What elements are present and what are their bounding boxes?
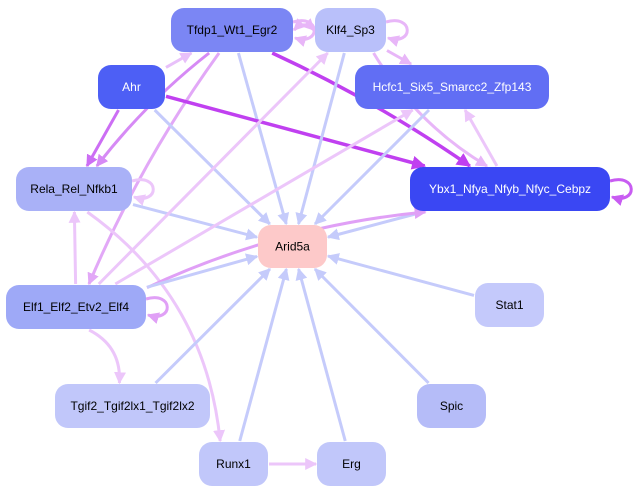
node-ybx1[interactable]: Ybx1_Nfya_Nfyb_Nfyc_Cebpz bbox=[410, 167, 610, 211]
edge-erg-to-arid5a bbox=[295, 267, 347, 442]
edge-tfdp1-to-elf1 bbox=[87, 52, 221, 286]
edge-klf4-to-tfdp1 bbox=[292, 18, 316, 32]
edge-elf1-to-hcfc1 bbox=[114, 108, 414, 286]
node-box-ahr[interactable] bbox=[98, 65, 165, 109]
edge-elf1-to-rela bbox=[68, 210, 81, 285]
node-label-erg: Erg bbox=[342, 457, 361, 471]
node-label-hcfc1: Hcfc1_Six5_Smarcc2_Zfp143 bbox=[373, 80, 532, 94]
node-box-arid5a[interactable] bbox=[258, 225, 327, 268]
edge-runx1-to-arid5a bbox=[238, 267, 290, 442]
node-box-erg[interactable] bbox=[317, 442, 386, 486]
edge-stat1-to-arid5a bbox=[326, 253, 475, 297]
node-label-ybx1: Ybx1_Nfya_Nfyb_Nfyc_Cebpz bbox=[429, 182, 591, 196]
node-label-klf4: Klf4_Sp3 bbox=[326, 23, 375, 37]
node-rela[interactable]: Rela_Rel_Nfkb1 bbox=[16, 167, 132, 211]
edge-tfdp1-to-tfdp1 bbox=[292, 19, 316, 47]
edge-spic-to-arid5a bbox=[313, 267, 430, 385]
edge-tgif2-to-arid5a bbox=[154, 267, 271, 385]
edge-elf1-to-elf1 bbox=[145, 296, 169, 324]
node-tfdp1[interactable]: Tfdp1_Wt1_Egr2 bbox=[171, 8, 293, 52]
node-label-arid5a: Arid5a bbox=[275, 240, 310, 254]
node-klf4[interactable]: Klf4_Sp3 bbox=[315, 8, 386, 52]
edge-rela-to-arid5a bbox=[132, 203, 259, 241]
node-label-elf1: Elf1_Elf2_Etv2_Elf4 bbox=[23, 300, 129, 314]
edge-tfdp1-to-arid5a bbox=[236, 52, 290, 226]
node-box-tgif2[interactable] bbox=[55, 384, 210, 428]
edge-ybx1-to-hcfc1 bbox=[463, 108, 499, 167]
node-tgif2[interactable]: Tgif2_Tgif2lx1_Tgif2lx2 bbox=[55, 384, 210, 428]
edge-klf4-to-hcfc1 bbox=[386, 49, 413, 66]
node-box-spic[interactable] bbox=[417, 384, 486, 428]
edge-ahr-to-ybx1 bbox=[165, 94, 427, 170]
edge-ahr-to-tfdp1 bbox=[165, 51, 193, 69]
node-label-tgif2: Tgif2_Tgif2lx1_Tgif2lx2 bbox=[70, 399, 194, 413]
node-elf1[interactable]: Elf1_Elf2_Etv2_Elf4 bbox=[6, 285, 146, 329]
node-erg[interactable]: Erg bbox=[317, 442, 386, 486]
node-label-runx1: Runx1 bbox=[216, 457, 251, 471]
node-stat1[interactable]: Stat1 bbox=[475, 283, 544, 327]
node-box-runx1[interactable] bbox=[199, 442, 268, 486]
node-box-rela[interactable] bbox=[16, 167, 132, 211]
node-runx1[interactable]: Runx1 bbox=[199, 442, 268, 486]
edge-elf1-to-arid5a bbox=[146, 253, 259, 289]
edge-ybx1-to-ybx1 bbox=[609, 178, 633, 206]
node-box-stat1[interactable] bbox=[475, 283, 544, 327]
edge-ahr-to-rela bbox=[85, 109, 120, 168]
node-label-tfdp1: Tfdp1_Wt1_Egr2 bbox=[187, 23, 278, 37]
node-box-elf1[interactable] bbox=[6, 285, 146, 329]
node-label-stat1: Stat1 bbox=[495, 298, 523, 312]
edge-elf1-to-klf4 bbox=[97, 51, 329, 286]
node-ahr[interactable]: Ahr bbox=[98, 65, 165, 109]
node-arid5a[interactable]: Arid5a bbox=[258, 225, 327, 268]
node-box-klf4[interactable] bbox=[315, 8, 386, 52]
node-hcfc1[interactable]: Hcfc1_Six5_Smarcc2_Zfp143 bbox=[355, 65, 549, 109]
edge-ahr-to-arid5a bbox=[153, 108, 271, 226]
edge-rela-to-rela bbox=[131, 178, 155, 206]
node-box-ybx1[interactable] bbox=[410, 167, 610, 211]
node-box-hcfc1[interactable] bbox=[355, 65, 549, 109]
edge-elf1-to-tgif2 bbox=[88, 328, 127, 385]
nodes-layer: Tfdp1_Wt1_Egr2 Klf4_Sp3 Ahr Hcfc1_Six5_S… bbox=[6, 8, 610, 486]
edge-hcfc1-to-arid5a bbox=[313, 108, 431, 226]
edge-klf4-to-arid5a bbox=[295, 52, 346, 226]
edge-rela-to-runx1 bbox=[86, 210, 226, 443]
node-box-tfdp1[interactable] bbox=[171, 8, 293, 52]
node-label-rela: Rela_Rel_Nfkb1 bbox=[30, 182, 118, 196]
node-label-ahr: Ahr bbox=[122, 80, 141, 94]
node-spic[interactable]: Spic bbox=[417, 384, 486, 428]
node-label-spic: Spic bbox=[440, 399, 463, 413]
edge-klf4-to-klf4 bbox=[385, 19, 409, 47]
edges-layer bbox=[68, 18, 633, 470]
